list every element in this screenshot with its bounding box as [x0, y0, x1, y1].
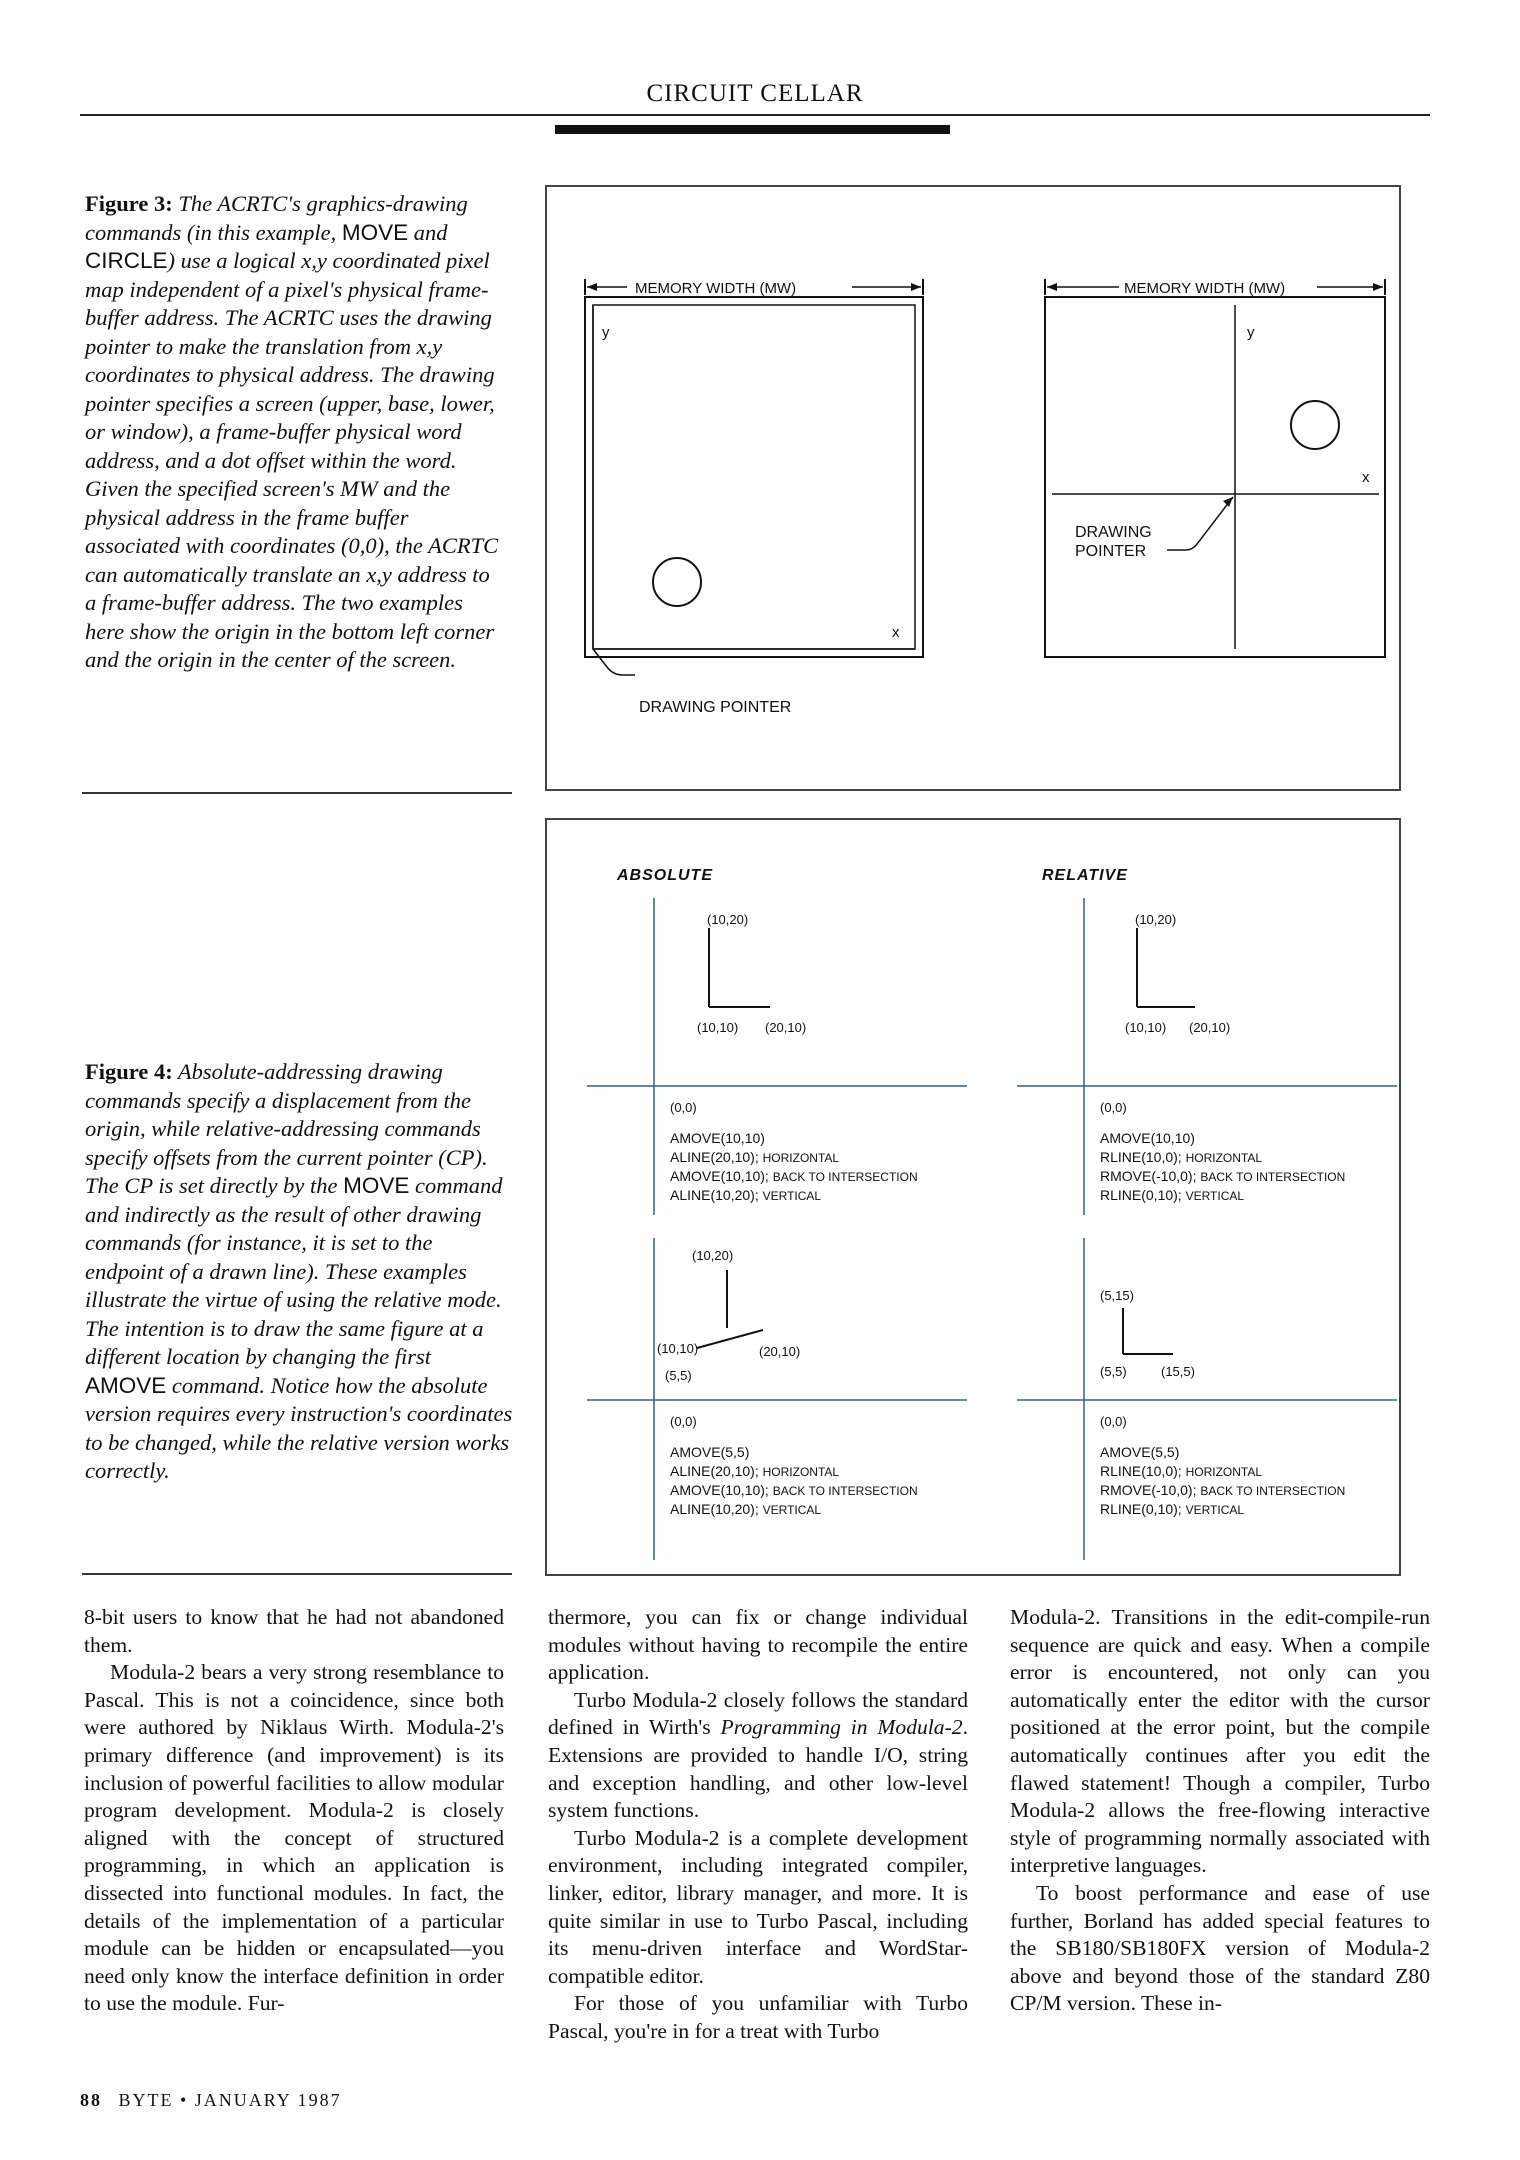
figure4-caption: Figure 4: Absolute-addressing drawing co… — [85, 1058, 515, 1486]
abs-bottom-code-2: ALINE(20,10); HORIZONTAL — [670, 1463, 839, 1479]
absolute-title: ABSOLUTE — [616, 867, 713, 884]
body-column-1: 8-bit users to know that he had not aban… — [84, 1604, 504, 2018]
page-number: 88 — [80, 2090, 102, 2110]
rel-bottom-code-2: RLINE(10,0); HORIZONTAL — [1100, 1463, 1262, 1479]
figure4-label: Figure 4: — [85, 1059, 173, 1084]
figure3-cmd-circle: CIRCLE — [85, 248, 168, 273]
rel-top-point-corner: (10,10) — [1125, 1020, 1166, 1035]
abs-top-code-1: AMOVE(10,10) — [670, 1130, 765, 1146]
abs-bottom-point-right: (20,10) — [759, 1344, 800, 1359]
right-y-label: y — [1247, 324, 1255, 341]
col3-para-2: To boost performance and ease of use fur… — [1010, 1880, 1430, 2016]
abs-top-code-3: AMOVE(10,10); BACK TO INTERSECTION — [670, 1168, 918, 1184]
header-bar — [555, 125, 950, 134]
figure3-cmd-move: MOVE — [341, 219, 409, 245]
figure3-caption-text-2: and — [408, 219, 448, 245]
right-x-label: x — [1362, 469, 1370, 486]
left-y-label: y — [602, 324, 610, 341]
figure4-diagram: ABSOLUTE RELATIVE (10,20) (10,10) (20,10… — [587, 867, 1397, 1560]
rel-top-code-4: RLINE(0,10); VERTICAL — [1100, 1187, 1244, 1203]
figure3-caption-text-3: ) use a logical x,y coordinated pixel ma… — [85, 248, 499, 672]
right-circle — [1290, 400, 1340, 450]
abs-bottom-diagonal-line — [696, 1329, 764, 1349]
abs-top-code-4: ALINE(10,20); VERTICAL — [670, 1187, 821, 1203]
figure4-box: ABSOLUTE RELATIVE (10,20) (10,10) (20,10… — [545, 818, 1401, 1576]
figure3-caption-rule — [82, 792, 512, 794]
left-pointer-leader — [592, 648, 635, 676]
book-title: Programming in Modula-2 — [720, 1715, 963, 1740]
figure3-caption: Figure 3: The ACRTC's graphics-drawing c… — [85, 190, 505, 675]
col2-para-1: thermore, you can fix or change individu… — [548, 1605, 968, 1685]
abs-bottom-code-3: AMOVE(10,10); BACK TO INTERSECTION — [670, 1482, 918, 1498]
rel-top-code-3: RMOVE(-10,0); BACK TO INTERSECTION — [1100, 1168, 1345, 1184]
abs-bottom-point-top: (10,20) — [692, 1248, 733, 1263]
figure4-caption-text-1: Absolute-addressing drawing commands spe… — [85, 1059, 488, 1198]
running-header: CIRCUIT CELLAR — [646, 80, 864, 107]
rel-bottom-code-3: RMOVE(-10,0); BACK TO INTERSECTION — [1100, 1482, 1345, 1498]
right-pointer-label-1: DRAWING — [1075, 524, 1152, 541]
figure4-caption-rule — [82, 1573, 512, 1575]
relative-title: RELATIVE — [1042, 867, 1128, 884]
right-pointer-label-2: POINTER — [1075, 543, 1146, 560]
abs-bottom-point-start: (5,5) — [665, 1368, 692, 1383]
rel-top-point-top: (10,20) — [1135, 912, 1176, 927]
abs-bottom-point-corner: (10,10) — [657, 1341, 698, 1356]
abs-bottom-code-1: AMOVE(5,5) — [670, 1444, 749, 1460]
rel-bottom-point-corner: (5,5) — [1100, 1364, 1127, 1379]
figure4-caption-text-3: command. Notice how the absolute version… — [85, 1372, 513, 1484]
left-width-arrow-left — [587, 283, 597, 291]
body-column-2: thermore, you can fix or change individu… — [548, 1604, 968, 2046]
rel-bottom-code-1: AMOVE(5,5) — [1100, 1444, 1179, 1460]
right-pointer-leader — [1167, 496, 1234, 551]
left-x-label: x — [892, 624, 900, 641]
col1-para-2: Modula-2 bears a very strong resemblance… — [84, 1660, 504, 2016]
right-screen — [1044, 296, 1386, 658]
col2-para-2: Turbo Modula-2 closely follows the stand… — [548, 1687, 969, 1823]
left-circle — [652, 557, 702, 607]
rel-bottom-point-top: (5,15) — [1100, 1288, 1134, 1303]
figure4-caption-text-2: command and indirectly as the result of … — [85, 1173, 503, 1369]
left-screen-outer — [584, 296, 924, 658]
abs-top-point-top: (10,20) — [707, 912, 748, 927]
right-width-label: MEMORY WIDTH (MW) — [1124, 280, 1285, 297]
col3-para-1: Modula-2. Transitions in the edit-compil… — [1010, 1605, 1430, 1878]
col2-para-3: Turbo Modula-2 is a complete development… — [548, 1825, 968, 1988]
rel-top-point-right: (20,10) — [1189, 1020, 1230, 1035]
col2-para-4: For those of you unfamiliar with Turbo P… — [548, 1991, 968, 2043]
figure3-box: MEMORY WIDTH (MW) y x DRAWING POINTER ME… — [545, 185, 1401, 791]
rel-top-code-2: RLINE(10,0); HORIZONTAL — [1100, 1149, 1262, 1165]
header-rule — [80, 114, 1430, 116]
abs-bottom-code-4: ALINE(10,20); VERTICAL — [670, 1501, 821, 1517]
rel-bottom-code-4: RLINE(0,10); VERTICAL — [1100, 1501, 1244, 1517]
right-pointer-arrow — [1223, 497, 1233, 507]
abs-bottom-origin: (0,0) — [670, 1414, 697, 1429]
abs-top-origin: (0,0) — [670, 1100, 697, 1115]
abs-top-code-2: ALINE(20,10); HORIZONTAL — [670, 1149, 839, 1165]
abs-top-point-right: (20,10) — [765, 1020, 806, 1035]
left-pointer-label: DRAWING POINTER — [639, 699, 791, 716]
col1-para-1: 8-bit users to know that he had not aban… — [84, 1605, 504, 1657]
left-screen-inner — [592, 304, 916, 650]
rel-top-origin: (0,0) — [1100, 1100, 1127, 1115]
right-width-arrow-right — [1373, 283, 1383, 291]
rel-bottom-origin: (0,0) — [1100, 1414, 1127, 1429]
figure3-caption-text-1: The ACRTC's graphics-drawing commands (i… — [85, 191, 468, 245]
figure4-cmd-amove: AMOVE — [85, 1372, 167, 1398]
rel-top-code-1: AMOVE(10,10) — [1100, 1130, 1195, 1146]
right-width-arrow-left — [1047, 283, 1057, 291]
rel-bottom-point-right: (15,5) — [1161, 1364, 1195, 1379]
body-column-3: Modula-2. Transitions in the edit-compil… — [1010, 1604, 1430, 2018]
figure4-cmd-move: MOVE — [343, 1173, 410, 1198]
abs-top-point-corner: (10,10) — [697, 1020, 738, 1035]
page-footer: 88 BYTE • JANUARY 1987 — [80, 2090, 342, 2111]
figure3-diagram: MEMORY WIDTH (MW) y x DRAWING POINTER ME… — [584, 279, 1386, 716]
footer-text: BYTE • JANUARY 1987 — [118, 2090, 342, 2110]
figure3-label: Figure 3: — [85, 191, 173, 216]
left-width-arrow-right — [911, 283, 921, 291]
left-width-label: MEMORY WIDTH (MW) — [635, 280, 796, 297]
